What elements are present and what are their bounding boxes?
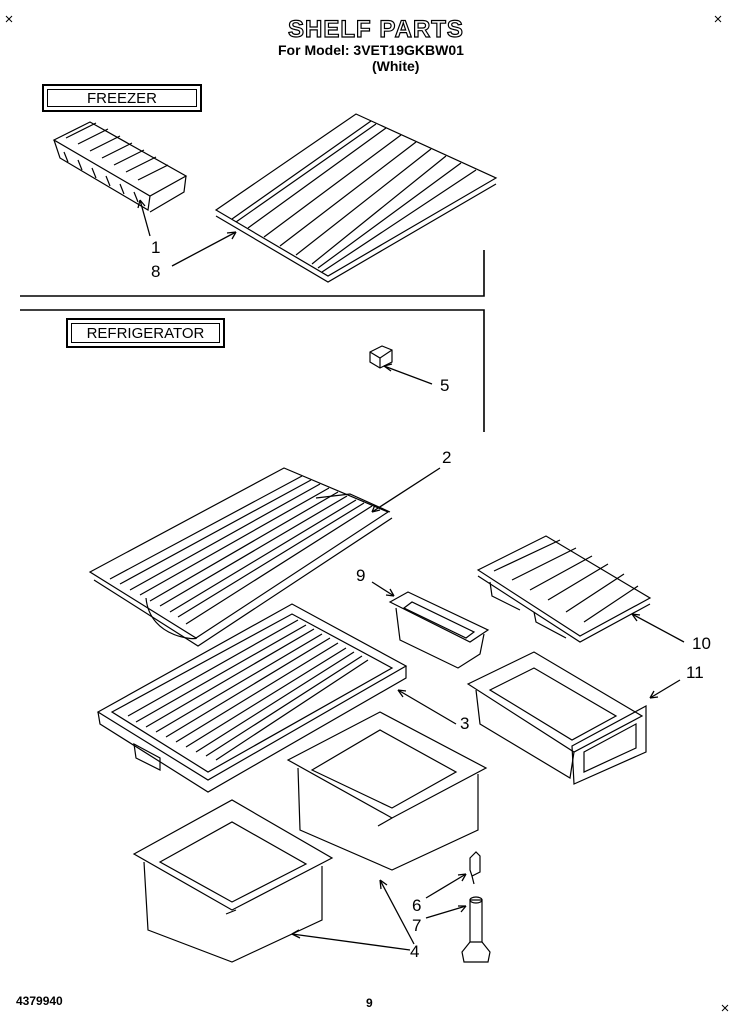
callout-5: 5: [440, 376, 450, 395]
model-line: For Model: 3VET19GKBW01: [278, 42, 464, 58]
callout-11: 11: [686, 663, 704, 682]
part-number: 4379940: [16, 994, 63, 1008]
ice-tray: [52, 121, 188, 213]
callout-1: 1: [151, 238, 161, 257]
crisper-drawer-lower: [132, 799, 334, 963]
shelf-clip: [369, 345, 393, 369]
freezer-wire-shelf: [214, 113, 498, 283]
crisper-drawer-upper: [286, 711, 488, 871]
section-dividers: [20, 250, 485, 432]
callout-4: 4: [410, 942, 420, 961]
meat-pan-cover: [476, 535, 652, 643]
callout-10: 10: [692, 634, 711, 653]
dairy-bin: [388, 591, 490, 669]
freezer-label-box: FREEZER: [42, 84, 202, 112]
callout-9: 9: [356, 566, 366, 585]
stem-hardware: [461, 851, 491, 963]
color-line: (White): [372, 58, 420, 74]
page-title: SHELF PARTS: [287, 15, 464, 43]
corner-marks: [5, 15, 729, 1012]
callout-7: 7: [412, 916, 422, 935]
callout-2: 2: [442, 448, 452, 467]
callout-8: 8: [151, 262, 161, 281]
refrigerator-label-box: REFRIGERATOR: [66, 318, 225, 348]
meat-pan-drawer: [466, 651, 647, 785]
leader-lines: [137, 199, 685, 951]
page-number: 9: [366, 996, 373, 1010]
callout-6: 6: [412, 896, 422, 915]
crisper-cover: [96, 603, 408, 793]
refrigerator-wire-shelf: [88, 467, 393, 647]
callout-3: 3: [460, 714, 470, 733]
